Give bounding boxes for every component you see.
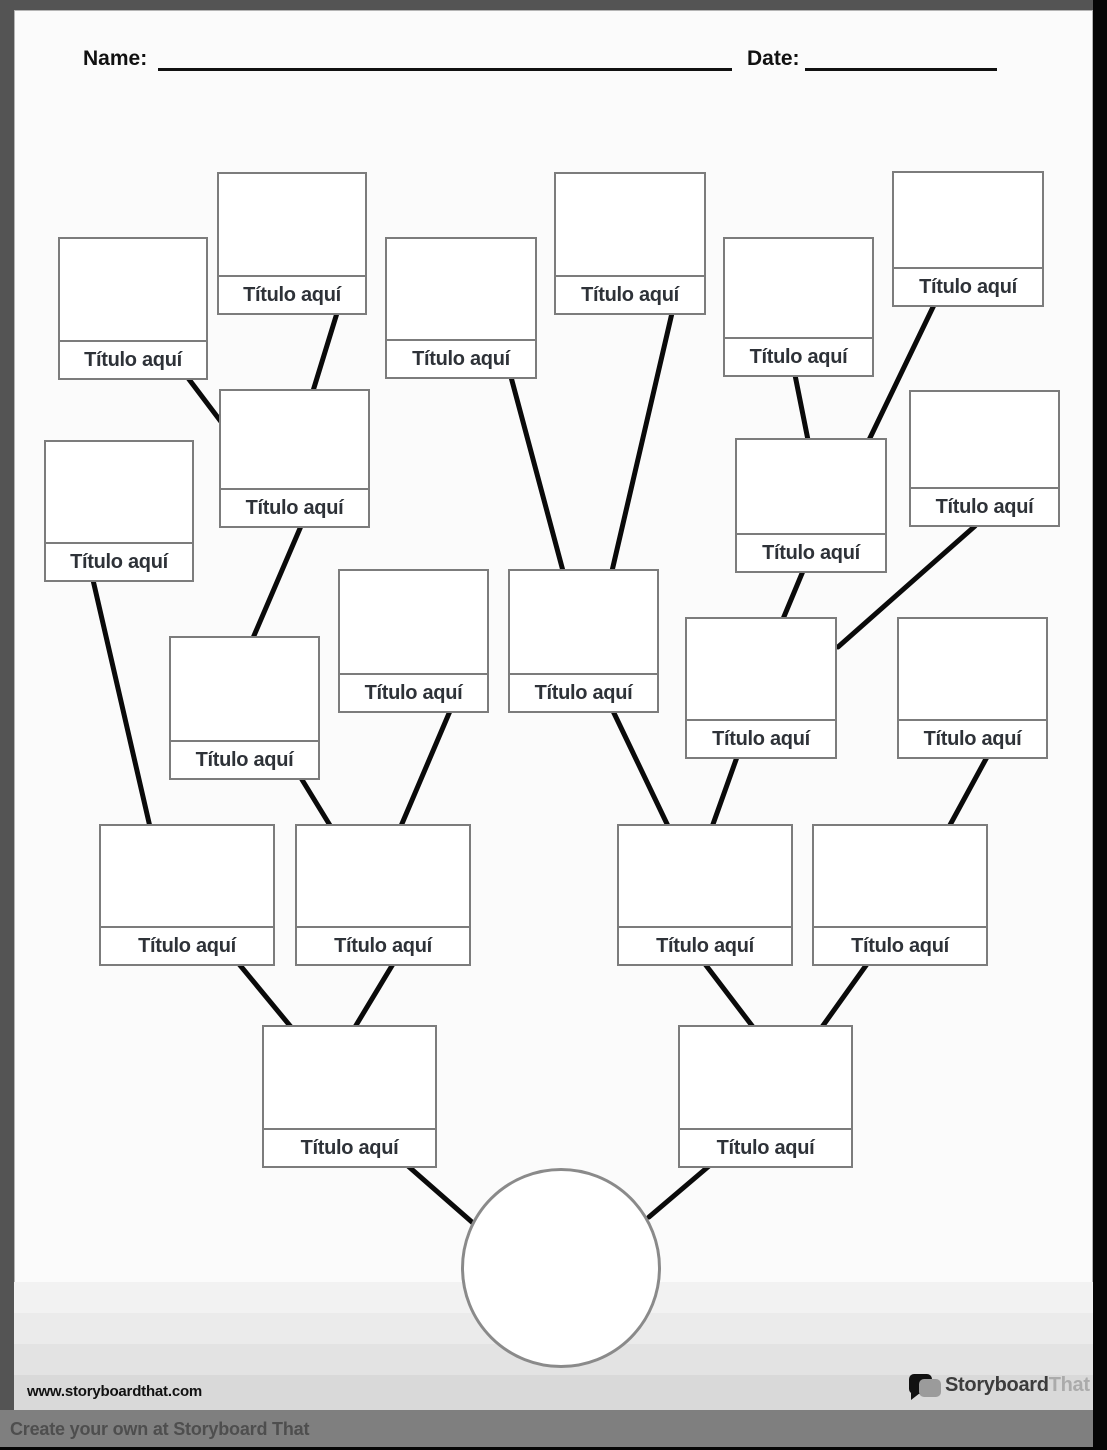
node-title-bar: Título aquí [897, 719, 1048, 759]
tree-node: Título aquí [685, 617, 837, 759]
node-title-bar: Título aquí [723, 337, 874, 377]
node-title-bar: Título aquí [338, 673, 489, 713]
logo-text-primary: Storyboard [945, 1374, 1049, 1396]
node-title-bar: Título aquí [554, 275, 706, 315]
node-title-bar: Título aquí [217, 275, 367, 315]
node-title-text: Título aquí [716, 1136, 815, 1159]
frame-right-edge [1093, 0, 1107, 1450]
tree-node: Título aquí [58, 237, 208, 380]
node-title-text: Título aquí [195, 748, 294, 771]
tree-node: Título aquí [99, 824, 275, 966]
tree-node: Título aquí [262, 1025, 437, 1168]
date-label: Date: [747, 47, 800, 70]
node-title-text: Título aquí [935, 495, 1034, 518]
tree-node: Título aquí [909, 390, 1060, 527]
logo-text-secondary: That [1048, 1374, 1090, 1396]
frame-bottom-edge [0, 1447, 1107, 1450]
name-blank-line [158, 68, 732, 71]
node-title-text: Título aquí [762, 541, 860, 564]
footer-bar [0, 1410, 1107, 1448]
node-title-bar: Título aquí [385, 339, 537, 379]
tree-node: Título aquí [217, 172, 367, 315]
root-circle [461, 1168, 661, 1368]
tree-node: Título aquí [219, 389, 370, 528]
node-title-text: Título aquí [581, 283, 679, 306]
speech-bubble-icon [919, 1379, 941, 1397]
node-title-bar: Título aquí [44, 542, 194, 582]
tree-node: Título aquí [508, 569, 659, 713]
logo-text: StoryboardThat [945, 1374, 1090, 1397]
node-title-bar: Título aquí [909, 487, 1060, 527]
node-title-text: Título aquí [923, 727, 1022, 750]
tree-node: Título aquí [723, 237, 874, 377]
tree-node: Título aquí [295, 824, 471, 966]
node-title-text: Título aquí [656, 934, 754, 957]
node-title-bar: Título aquí [58, 340, 208, 380]
footer-cta-text: Create your own at Storyboard That [10, 1419, 310, 1439]
node-title-text: Título aquí [138, 934, 236, 957]
node-title-bar: Título aquí [892, 267, 1044, 307]
node-title-bar: Título aquí [812, 926, 988, 966]
node-title-bar: Título aquí [169, 740, 320, 780]
node-title-bar: Título aquí [508, 673, 659, 713]
node-title-text: Título aquí [919, 275, 1017, 298]
node-title-text: Título aquí [534, 681, 633, 704]
node-title-text: Título aquí [84, 348, 182, 371]
tree-node: Título aquí [169, 636, 320, 780]
node-title-text: Título aquí [749, 345, 848, 368]
tree-node: Título aquí [554, 172, 706, 315]
node-title-text: Título aquí [412, 347, 510, 370]
tree-node: Título aquí [735, 438, 887, 573]
tree-node: Título aquí [812, 824, 988, 966]
tree-node: Título aquí [892, 171, 1044, 307]
tree-node: Título aquí [385, 237, 537, 379]
tree-node: Título aquí [897, 617, 1048, 759]
node-title-text: Título aquí [364, 681, 463, 704]
node-title-bar: Título aquí [617, 926, 793, 966]
node-title-bar: Título aquí [685, 719, 837, 759]
node-title-bar: Título aquí [99, 926, 275, 966]
name-label: Name: [83, 47, 148, 70]
node-title-text: Título aquí [245, 496, 344, 519]
date-blank-line [805, 68, 997, 71]
node-title-text: Título aquí [300, 1136, 399, 1159]
tree-node: Título aquí [678, 1025, 853, 1168]
tree-node: Título aquí [617, 824, 793, 966]
node-title-bar: Título aquí [262, 1128, 437, 1168]
node-title-text: Título aquí [851, 934, 949, 957]
node-title-text: Título aquí [243, 283, 341, 306]
node-title-bar: Título aquí [219, 488, 370, 528]
node-title-bar: Título aquí [295, 926, 471, 966]
node-title-text: Título aquí [712, 727, 810, 750]
website-url: www.storyboardthat.com [27, 1383, 203, 1400]
tree-node: Título aquí [338, 569, 489, 713]
node-title-text: Título aquí [70, 550, 168, 573]
node-title-text: Título aquí [334, 934, 432, 957]
node-title-bar: Título aquí [735, 533, 887, 573]
tree-node: Título aquí [44, 440, 194, 582]
node-title-bar: Título aquí [678, 1128, 853, 1168]
